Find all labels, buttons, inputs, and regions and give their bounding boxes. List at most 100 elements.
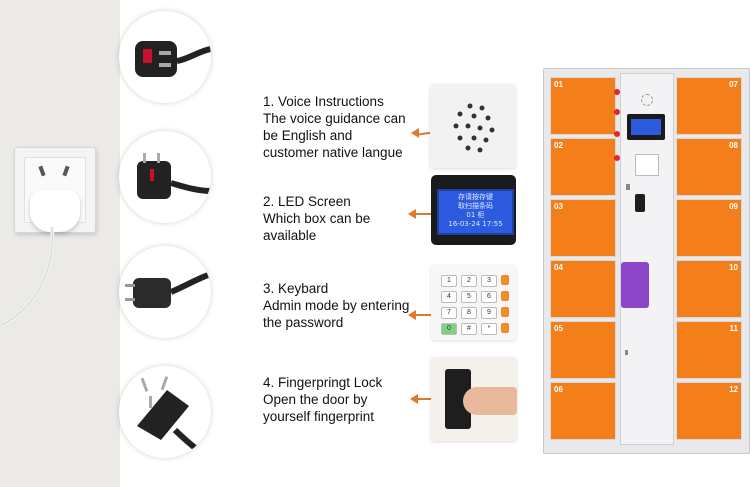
feature-line: available: [263, 228, 317, 243]
eu-plug-icon: [137, 153, 211, 199]
door-number: 06: [554, 385, 563, 394]
eu-plug-circle: [119, 131, 211, 223]
locker-door: 10: [676, 260, 742, 318]
plug-cable: [1, 226, 55, 327]
callout-marker: [614, 155, 620, 161]
keypad-key: 9: [481, 307, 497, 319]
locker-cabinet: 01 02 03 04 05 06 07 08 09 10 11 12: [543, 68, 750, 454]
led-line: 取扫描条码: [458, 202, 493, 210]
white-plug: [30, 190, 80, 232]
door-number: 05: [554, 324, 563, 333]
speaker-icon: [453, 103, 495, 153]
door-number: 01: [554, 80, 563, 89]
keyhole-icon: [626, 184, 630, 190]
arrow-left-icon: [408, 209, 416, 219]
fingerprint-reader-icon: [635, 194, 645, 212]
finger: [463, 387, 517, 415]
callout-marker: [614, 109, 620, 115]
led-line: 存请按存键: [458, 193, 493, 201]
door-number: 04: [554, 263, 563, 272]
keypad-orange-key: [501, 307, 509, 317]
led-line: 16-03-24 17:55: [448, 220, 503, 228]
locker-door: 08: [676, 138, 742, 196]
door-number: 10: [729, 263, 738, 272]
door-number: 03: [554, 202, 563, 211]
keypad: [635, 154, 659, 176]
uk-plug-circle: [119, 11, 211, 103]
keypad-orange-key: [501, 323, 509, 333]
led-screen-thumbnail: 存请按存键 取扫描条码 01 柜 16-03-24 17:55: [431, 175, 516, 245]
feature-line: be English and: [263, 128, 353, 143]
feature-line: yourself fingerprint: [263, 409, 375, 424]
locker-door: 06: [550, 382, 616, 440]
feature-title: 4. Fingerpringt Lock: [263, 375, 383, 390]
keypad-key: 5: [461, 291, 477, 303]
keypad-key: *: [481, 323, 497, 335]
keypad-orange-key: [501, 275, 509, 285]
callout-marker: [614, 131, 620, 137]
feature-line: Admin mode by entering: [263, 298, 410, 313]
locker-door: 09: [676, 199, 742, 257]
arrow-left-icon: [411, 128, 419, 138]
led-screen: [627, 114, 665, 140]
locker-door: 01: [550, 77, 616, 135]
door-number: 08: [729, 141, 738, 150]
speaker-thumbnail: [430, 84, 516, 168]
wall-socket-area: [0, 0, 120, 487]
keypad-key: 3: [481, 275, 497, 287]
door-number: 09: [729, 202, 738, 211]
feature-line: Open the door by: [263, 392, 368, 407]
keypad-key: 1: [441, 275, 457, 287]
arrow-line: [415, 213, 433, 215]
keypad-key: 0: [441, 323, 457, 335]
keypad-key: 2: [461, 275, 477, 287]
locker-door: 03: [550, 199, 616, 257]
door-number: 11: [729, 324, 738, 333]
feature-keypad: 3. Keybard Admin mode by entering the pa…: [263, 280, 409, 331]
locker-control-panel: [620, 73, 674, 445]
door-number: 02: [554, 141, 563, 150]
fingerprint-thumbnail: [431, 357, 517, 441]
locker-door: 04: [550, 260, 616, 318]
keypad-key: 8: [461, 307, 477, 319]
feature-title: 3. Keybard: [263, 281, 329, 296]
door-number: 07: [729, 80, 738, 89]
led-display: 存请按存键 取扫描条码 01 柜 16-03-24 17:55: [437, 189, 514, 235]
feature-line: Which box can be: [263, 211, 371, 226]
arrow-left-icon: [408, 310, 416, 320]
led-line: 01 柜: [466, 211, 485, 219]
locker-door: 05: [550, 321, 616, 379]
arrow-line: [417, 398, 439, 400]
locker-door: 02: [550, 138, 616, 196]
keypad-orange-key: [501, 291, 509, 301]
arrow-line: [415, 314, 437, 316]
us-plug-icon: [125, 271, 211, 308]
door-number: 12: [729, 385, 738, 394]
purple-bag: [621, 262, 649, 308]
callout-marker: [614, 89, 620, 95]
feature-led: 2. LED Screen Which box can be available: [263, 193, 370, 244]
led-display: [631, 119, 661, 135]
locker-door: 07: [676, 77, 742, 135]
keypad-key: 7: [441, 307, 457, 319]
feature-line: The voice guidance can: [263, 111, 406, 126]
speaker-icon: [641, 94, 653, 106]
arrow-left-icon: [410, 394, 418, 404]
us-plug-circle: [119, 246, 211, 338]
locker-door: 11: [676, 321, 742, 379]
keypad-thumbnail: 1 2 3 4 5 6 7 8 9 0 # *: [431, 265, 516, 340]
feature-title: 2. LED Screen: [263, 194, 351, 209]
locker-door: 12: [676, 382, 742, 440]
keypad-key: #: [461, 323, 477, 335]
feature-line: the password: [263, 315, 344, 330]
cn-plug-icon: [137, 376, 207, 458]
uk-plug-icon: [135, 41, 211, 77]
keypad-key: 6: [481, 291, 497, 303]
feature-line: customer native langue: [263, 145, 403, 160]
feature-voice: 1. Voice Instructions The voice guidance…: [263, 93, 406, 161]
cn-plug-circle: [119, 366, 211, 458]
keypad-key: 4: [441, 291, 457, 303]
feature-title: 1. Voice Instructions: [263, 94, 384, 109]
feature-fingerprint: 4. Fingerpringt Lock Open the door by yo…: [263, 374, 382, 425]
keyhole-icon: [625, 350, 628, 355]
